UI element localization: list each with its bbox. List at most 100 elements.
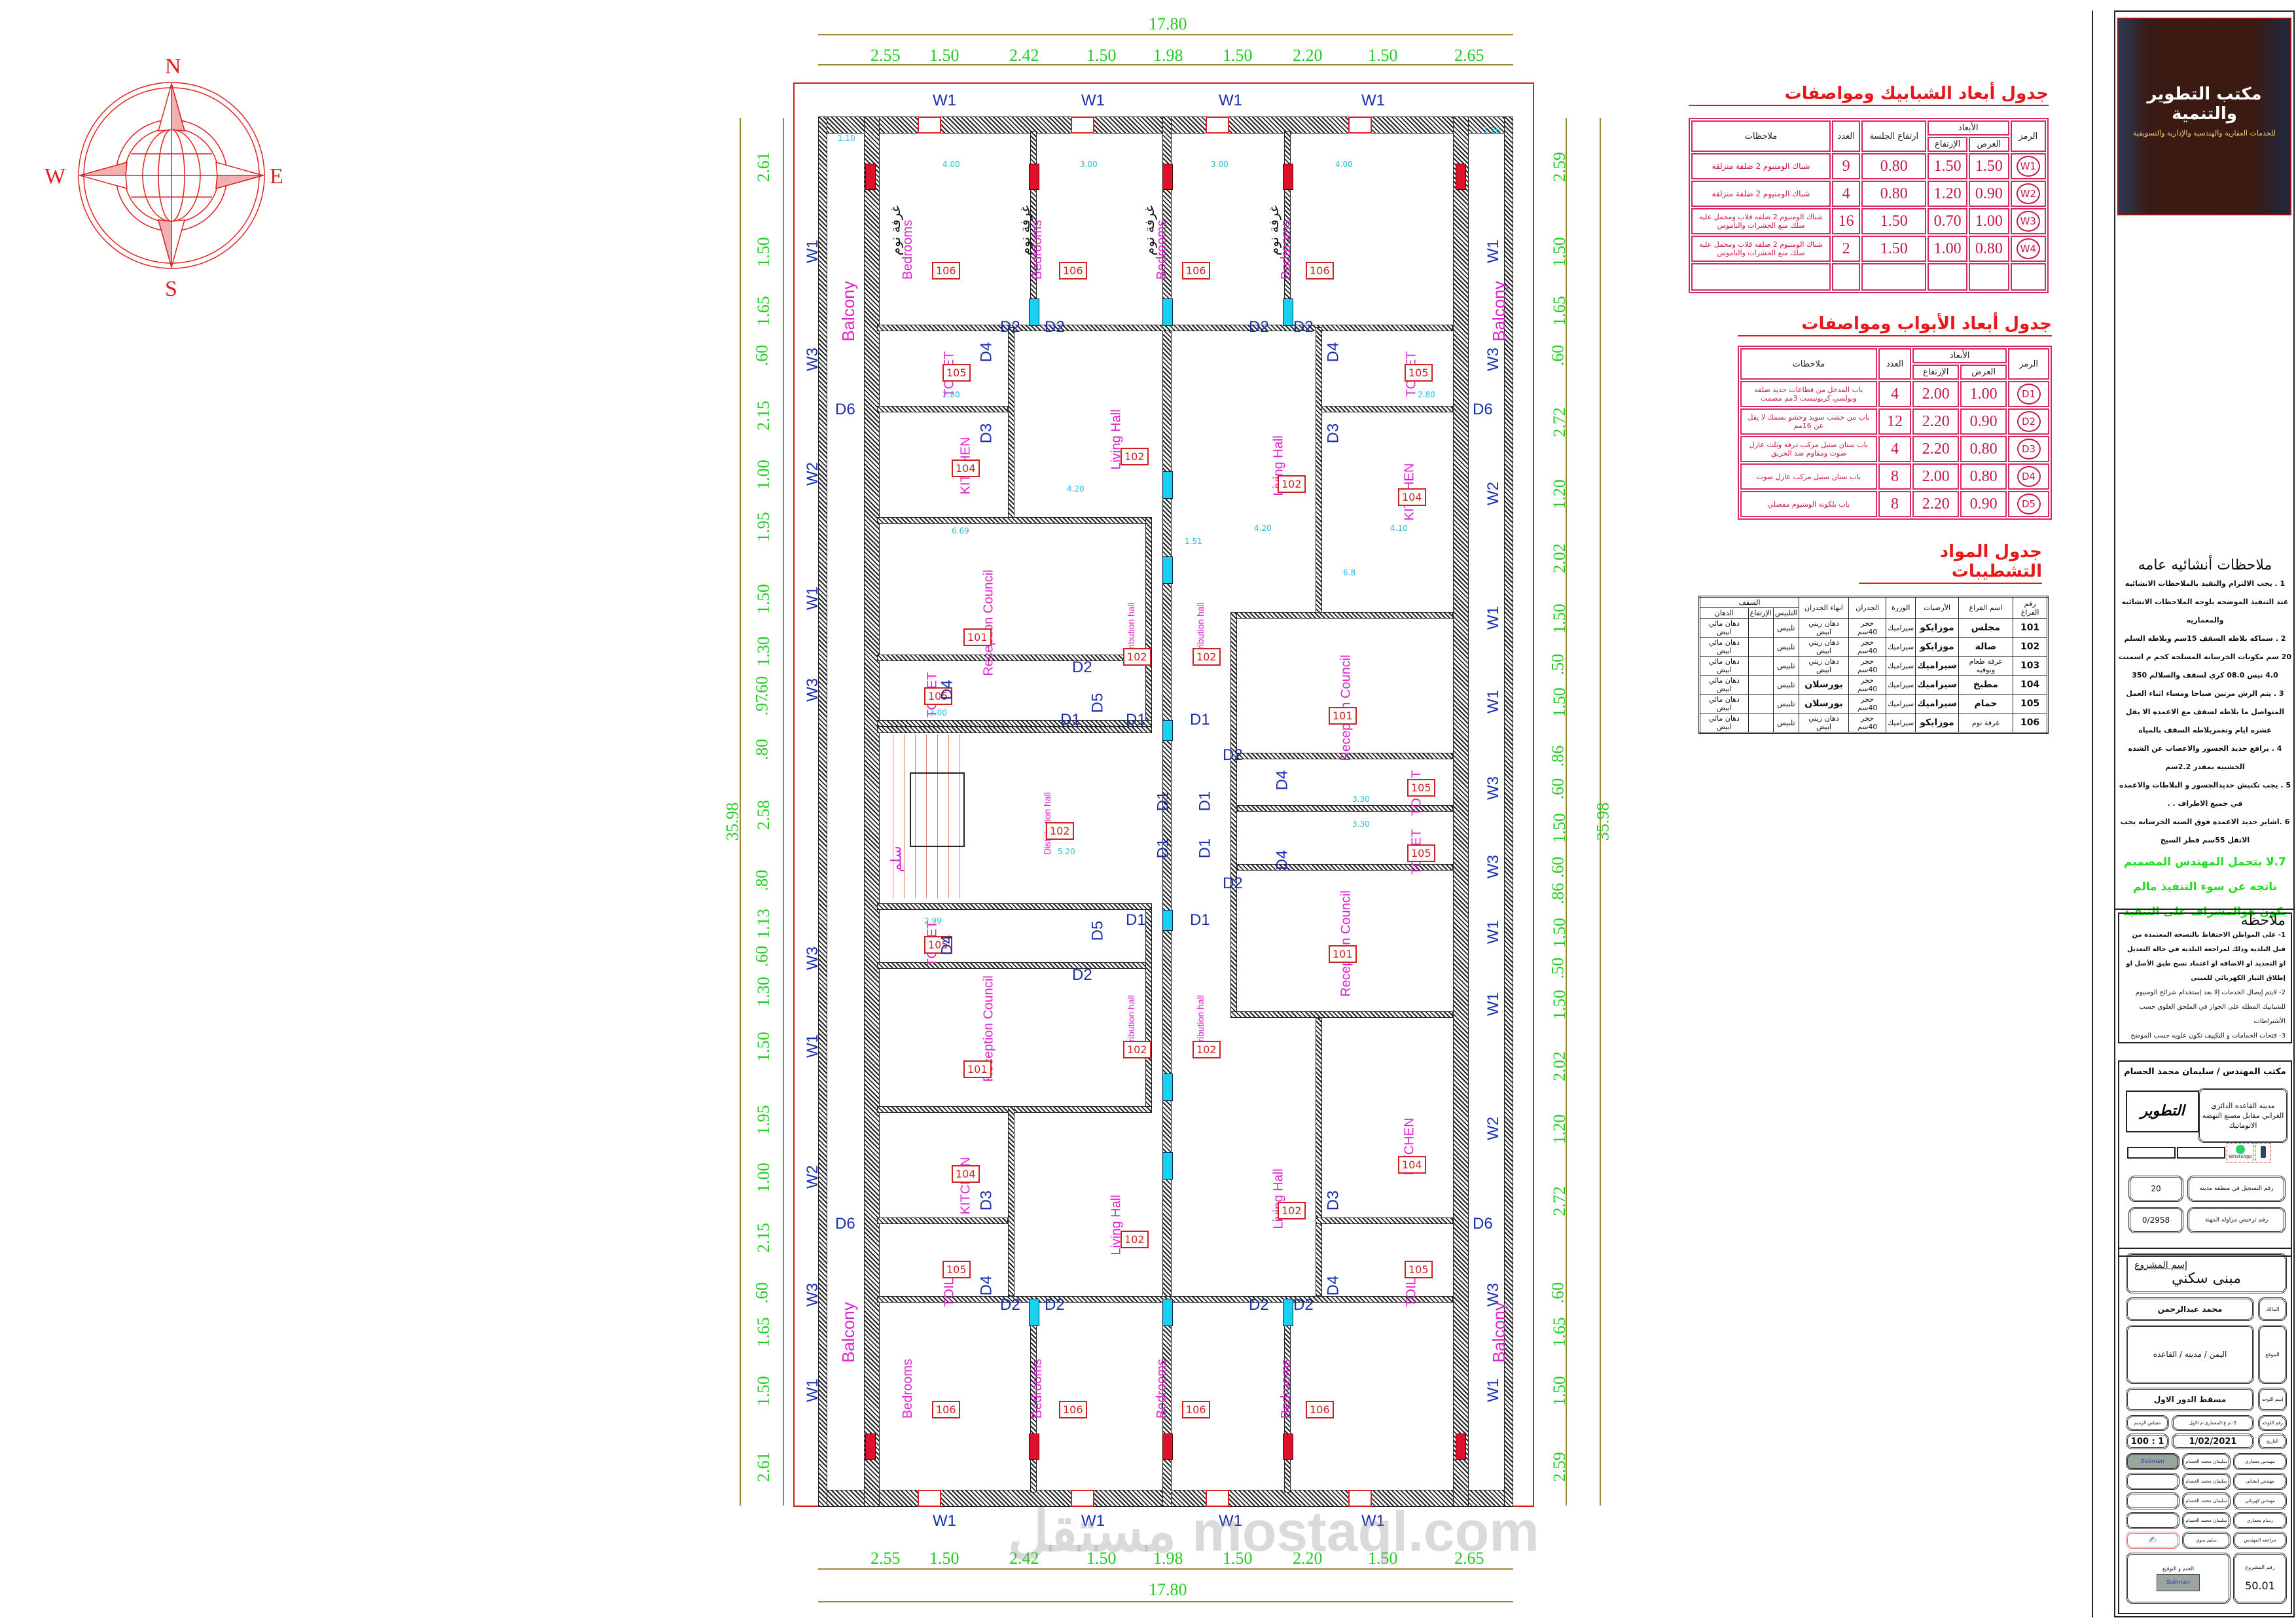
right-dim-23: 1.50 [1549, 1376, 1569, 1406]
room-label-balcony: Balcony [838, 1302, 858, 1363]
col-wall-finish: انهاء الجدران [1798, 596, 1850, 619]
door-tag: D3 [977, 423, 996, 444]
cell: 2.00 [1912, 463, 1960, 490]
left-dim-21: .60 [752, 1282, 772, 1304]
inner-dim: 1.51 [1185, 537, 1202, 546]
cell: بورسلان [1798, 694, 1850, 713]
door-tag: D1 [1190, 711, 1210, 729]
cell: شباك الومنيوم 2 ضلفه قلاب ومحمل عليه سلك… [1691, 236, 1831, 262]
cell: سيراميك [1886, 637, 1916, 657]
reg-label: رقم التسجيل في منطقة مدينه [2187, 1176, 2286, 1202]
column [865, 164, 876, 190]
reception-wall-right-left-2 [1145, 903, 1152, 1113]
bottom-dim-3: 1.50 [1086, 1549, 1117, 1568]
cell: دهان مائي ابيض [1699, 637, 1749, 657]
room-number: 106 [1306, 1401, 1334, 1418]
reception-wall-bottom-left [877, 655, 1152, 661]
cell: سيراميك [1886, 618, 1916, 638]
cell: 1.20 [1927, 181, 1968, 207]
room-number: 105 [942, 364, 971, 382]
window-code: W3 [2016, 211, 2040, 232]
inner-dim: 4.00 [1335, 160, 1353, 169]
door-tag: D2 [1223, 875, 1243, 892]
bottom-dim-1: 1.50 [929, 1549, 960, 1568]
outer-wall-right [1453, 117, 1469, 1507]
cell: 101 [2013, 618, 2048, 638]
cell: غرفة طعام وبوفيه [1958, 656, 2014, 676]
window-code: W2 [2016, 183, 2040, 204]
window-w1 [1206, 117, 1229, 134]
door-tag: D2 [1293, 1296, 1314, 1314]
bottom-dim-7: 1.50 [1368, 1549, 1398, 1568]
cell: شباك الومنيوم 2 ضلفه قلاب ومحمل عليه سلك… [1691, 208, 1831, 234]
col-skirting: الوزرة [1886, 596, 1916, 619]
cell: 105 [2013, 694, 2048, 713]
owner-label: المالك [2258, 1297, 2287, 1321]
col-height: الإرتفاع [1927, 137, 1968, 152]
bottom-dim-6: 2.20 [1293, 1549, 1323, 1568]
door-tag: D2 [1249, 318, 1269, 336]
toilet-wall-2 [1316, 406, 1453, 412]
left-dim-chain [783, 118, 784, 1506]
sheet-divider [2092, 10, 2093, 1617]
windows-schedule-title: جدول أبعاد الشبابيك ومواصفات [1689, 84, 2049, 106]
right-dim-0: 2.59 [1549, 152, 1569, 182]
cell: سيراميك [1886, 713, 1916, 733]
remarks: ملاحظه 1- على المواطن الاحتفاظ بالنسخه ا… [2118, 912, 2292, 1043]
toilet-wall-bottom-left [877, 720, 1152, 727]
note-item: 2 . سماكه بلاطه السقف 15سم وبلاطه السلم … [2118, 634, 2292, 679]
cell: 2.00 [1912, 381, 1960, 407]
cell: 102 [2013, 637, 2048, 657]
left-dim-15: .60 [752, 945, 772, 967]
finishes-schedule-title: جدول المواد التشطيبات [1859, 542, 2042, 584]
kitchen-wall-4 [1316, 1018, 1322, 1296]
right-dim-10: .86 [1548, 745, 1568, 767]
bottom-dim-5: 1.50 [1223, 1549, 1253, 1568]
windows-table: الرمز الأبعاد ارتفاع الجلسة العدد ملاحظا… [1689, 118, 2049, 293]
room-number: 102 [1193, 648, 1221, 666]
door-code: D2 [2017, 411, 2041, 432]
kitchen-wall-2 [1316, 327, 1322, 615]
staff-role: مهندس كهربائي [2233, 1492, 2287, 1509]
door-tag: D1 [1154, 838, 1172, 859]
door-tag: D1 [1196, 838, 1214, 859]
window-tag: W2 [1484, 1117, 1502, 1140]
scale-label: مقياس الرسم [2126, 1415, 2169, 1431]
office-info-box: مكتب المهندس / سليمان محمد الحسام مدينه … [2118, 1060, 2292, 1257]
reception-wall-top-left-2 [877, 962, 1152, 969]
office-name: مكتب المهندس / سليمان محمد الحسام [2124, 1067, 2286, 1077]
room-number: 106 [1182, 1401, 1210, 1418]
cell: حمام [1958, 694, 2014, 713]
column [1162, 164, 1173, 190]
column [1162, 298, 1173, 326]
remark-item: 3- فتحات الحمامات و التكييف تكون علويه ح… [2130, 1032, 2286, 1039]
cell: دهان زيتي ابيض [1798, 656, 1850, 676]
door-tag: D5 [1088, 693, 1107, 713]
room-label-bedroom: Bedrooms [901, 1358, 916, 1419]
column [1162, 471, 1173, 499]
room-number: 102 [1123, 648, 1151, 666]
cell: 4 [1878, 436, 1912, 462]
right-dim-22: 1.65 [1549, 1317, 1569, 1347]
column [1029, 164, 1039, 190]
divider [2115, 909, 2293, 910]
reception-wall-top-right [1230, 612, 1453, 619]
left-dim-13: .80 [752, 869, 772, 892]
window-w1 [1071, 1490, 1094, 1507]
staff-role: مهندس معماري [2233, 1453, 2287, 1470]
overall-height-dim-line-left [740, 118, 741, 1506]
doors-schedule-title: جدول أبعاد الأبواب ومواصفات [1738, 314, 2052, 336]
cell: 2.20 [1912, 408, 1960, 435]
cell: موزايكو [1915, 713, 1959, 733]
location-value: اليمن / مدينه / القاعده [2126, 1325, 2254, 1384]
inner-dim: 4.20 [1254, 524, 1272, 533]
right-dim-20: 2.72 [1549, 1186, 1569, 1216]
cell: باب من خشب سويد وحشو بسمك لا يقل عن 16مم [1740, 408, 1877, 435]
staff-role: مراجعه المهندس [2233, 1532, 2287, 1549]
column [1162, 910, 1173, 931]
right-dim-5: 1.20 [1549, 479, 1569, 509]
office-logo: مكتب التطوير والتنمية للخدمات العقارية و… [2117, 18, 2291, 215]
svg-text:W: W [45, 164, 66, 189]
cell: مجلس [1958, 618, 2014, 638]
table-row: D3 0.80 2.20 4 باب ستان ستيل مركب درفه و… [1740, 436, 2049, 462]
